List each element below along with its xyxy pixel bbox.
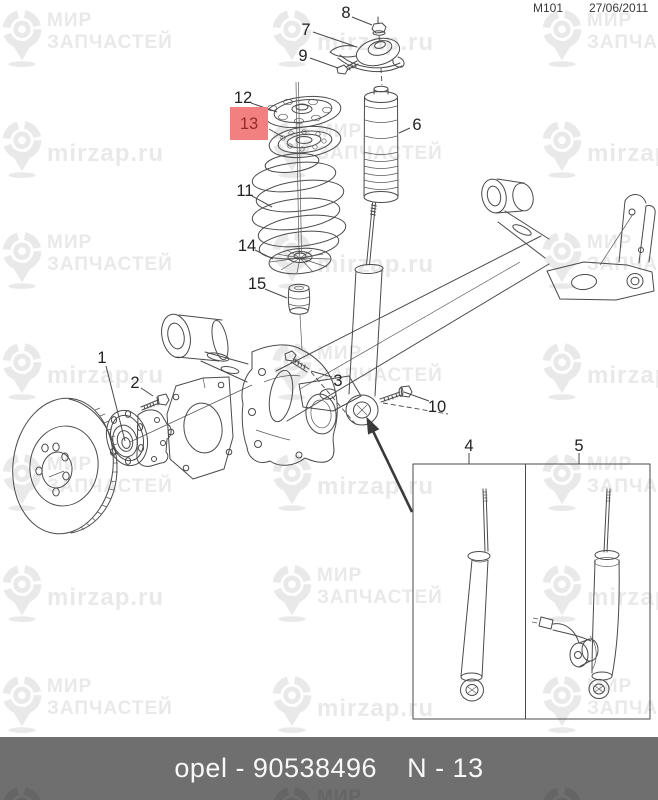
left-trailing-arm — [161, 313, 249, 383]
watermark-site: mirzap.ru — [0, 119, 260, 179]
watermark-site: mirzap.ru — [0, 563, 260, 623]
callout-leader-10 — [403, 391, 430, 402]
watermark-site: mirzap.ru — [270, 452, 530, 512]
callout-11: 11 — [236, 182, 253, 200]
inset-box — [412, 463, 651, 720]
callout-7: 7 — [301, 21, 310, 39]
right-trailing-arm — [481, 178, 656, 301]
watermark-site: mirzap.ru — [0, 341, 260, 401]
watermark-site: mirzap.ru — [270, 674, 530, 734]
callout-leader-14 — [254, 249, 274, 260]
callout-12: 12 — [234, 89, 252, 107]
callout-14: 14 — [238, 237, 256, 255]
axle-beam — [268, 235, 550, 423]
callout-6: 6 — [412, 116, 421, 134]
callout-8: 8 — [341, 4, 350, 22]
doc-date: 27/06/2011 — [589, 1, 649, 15]
callout-4: 4 — [464, 437, 473, 455]
footer-bar: opel - 90538496 N - 13 — [0, 737, 658, 800]
callout-leader-2 — [140, 387, 154, 397]
callout-13: 13 — [240, 115, 258, 133]
backing-plate — [166, 376, 234, 480]
callout-leader-11 — [251, 195, 273, 208]
inset-shock-electronic — [531, 488, 620, 699]
watermark-site: mirzap.ru — [540, 119, 658, 179]
callout-leader-3 — [310, 370, 333, 378]
callout-leader-15 — [264, 288, 288, 299]
watermark-site: mirzap.ru — [540, 563, 658, 623]
piston-rod — [366, 202, 377, 266]
doc-code: M101 — [533, 1, 564, 15]
footer-page-ref: N - 13 — [407, 753, 484, 783]
shock-absorber-body — [345, 263, 384, 426]
strut-top-mount — [329, 16, 405, 86]
callout-leader-8 — [351, 16, 373, 26]
mount-bolt — [336, 60, 359, 75]
hub-axis-line — [129, 384, 253, 443]
callout-leader-6 — [398, 127, 411, 134]
callout-9: 9 — [298, 47, 307, 65]
brake-disc — [12, 397, 119, 535]
knuckle-bracket — [241, 344, 338, 466]
callout-3: 3 — [333, 372, 342, 390]
callout-leader-13 — [268, 128, 284, 138]
lower-spring-seat — [268, 247, 332, 275]
wheel-hub — [105, 409, 172, 467]
inset-shock-standard — [460, 488, 491, 702]
callout-leader-9 — [309, 57, 339, 69]
shock-bolt — [379, 385, 413, 403]
callout-10: 10 — [428, 398, 446, 416]
beam-spring-seat — [298, 375, 362, 412]
seat-bolt — [284, 350, 310, 373]
footer-part-number: opel - 90538496 — [174, 753, 378, 783]
bump-stop — [287, 283, 311, 315]
callout-1: 1 — [97, 349, 106, 367]
hub-bolt — [140, 393, 170, 411]
callout-leader-7 — [312, 31, 355, 47]
callout-highlight-box — [230, 107, 268, 140]
shock-bolt-axis-dash — [382, 402, 449, 415]
spring-bearing-ring — [268, 125, 342, 159]
callout-15: 15 — [248, 275, 266, 293]
shock-boot — [363, 85, 399, 203]
bolt-axis-dash — [310, 371, 359, 428]
upper-spring-seat — [264, 95, 342, 129]
callout-2: 2 — [130, 374, 139, 392]
callout-leader-1 — [105, 365, 126, 442]
inset-pointer-arrow — [366, 416, 414, 513]
watermark-site: mirzap.ru — [540, 341, 658, 401]
spring-rod — [295, 81, 303, 351]
callout-5: 5 — [574, 437, 583, 455]
